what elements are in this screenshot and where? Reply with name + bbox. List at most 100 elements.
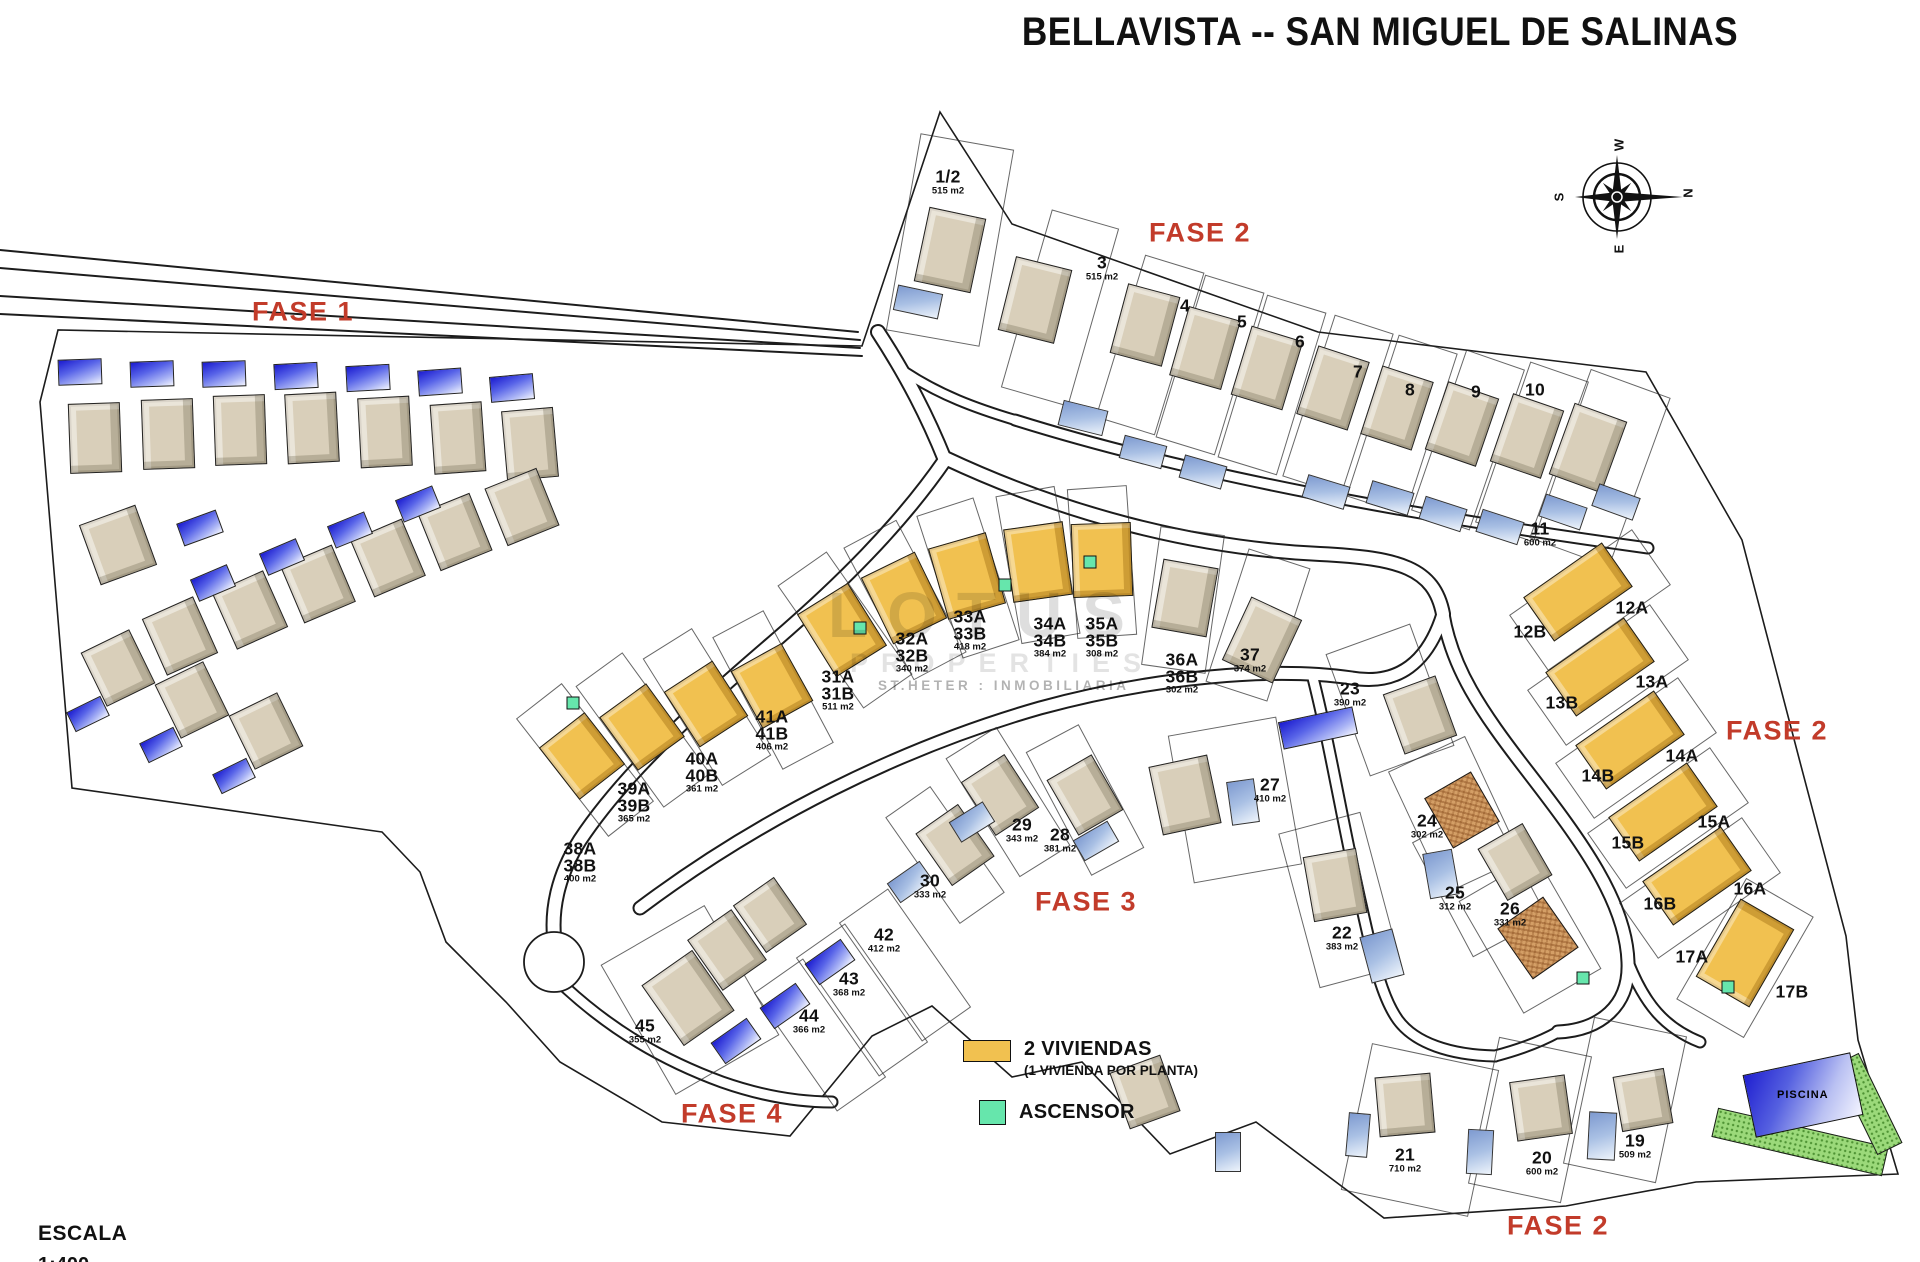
plot-label-13A: 13A: [1635, 671, 1669, 692]
plot-label-7: 7: [1352, 361, 1364, 382]
plot-number: 9: [1470, 381, 1482, 402]
plot-number: 33A 33B: [953, 606, 987, 643]
legend: 2 VIVIENDAS (1 VIVIENDA POR PLANTA) ASCE…: [963, 1038, 1198, 1125]
compass-rose-icon: [1575, 155, 1683, 239]
compass-south-label: S: [1551, 192, 1567, 202]
plot-number: 28: [1049, 824, 1071, 845]
phase-label: FASE 2: [1506, 1210, 1610, 1241]
plot-area-size: 412 m2: [867, 943, 901, 955]
plot-number: 15A: [1697, 811, 1731, 832]
plot-area-size: 343 m2: [1005, 833, 1039, 845]
plot-number: 7: [1352, 361, 1364, 382]
plot-number: 30: [919, 870, 941, 891]
plot-number: 4: [1179, 295, 1191, 316]
plot-number: 26: [1499, 898, 1521, 919]
plot-number: 37: [1239, 644, 1261, 665]
plot-number: 34A 34B: [1033, 613, 1067, 650]
plot-number: 36A 36B: [1165, 649, 1199, 686]
plot-area-size: 400 m2: [563, 873, 597, 885]
plot-label-13B: 13B: [1545, 692, 1579, 713]
compass-north-label: N: [1680, 188, 1696, 198]
plot-area-size: 308 m2: [1085, 648, 1119, 660]
plot-number: 1/2: [935, 166, 961, 187]
compass-east-label: E: [1611, 244, 1627, 254]
plot-number: 14A: [1665, 745, 1699, 766]
plot-label-15B: 15B: [1611, 832, 1645, 853]
scale-label: ESCALA: [38, 1222, 128, 1245]
plot-number: 22: [1331, 922, 1353, 943]
plot-label-12B: 12B: [1513, 623, 1546, 641]
plot-area-size: 374 m2: [1233, 663, 1267, 675]
phase-label: FASE 1: [251, 296, 355, 327]
ascensor-marker: [1083, 555, 1097, 569]
plot-label-14A: 14A: [1665, 745, 1699, 766]
plot-area-size: 406 m2: [755, 741, 789, 753]
plot-number: 21: [1394, 1144, 1416, 1165]
plot-label-4: 4: [1179, 295, 1191, 316]
plot-number: 27: [1259, 774, 1281, 795]
plot-area-size: 600 m2: [1525, 1166, 1559, 1178]
two-viviendas-sublabel: (1 VIVIENDA POR PLANTA): [1024, 1063, 1199, 1078]
plot-number: 38A 38B: [563, 838, 597, 875]
ascensor-marker: [853, 621, 867, 635]
plot-number: 10: [1524, 379, 1546, 400]
plot-label-16B: 16B: [1643, 895, 1676, 913]
two-viviendas-swatch: [963, 1040, 1011, 1062]
two-viviendas-label: 2 VIVIENDAS: [1024, 1038, 1152, 1060]
plot-number: 19: [1624, 1130, 1646, 1151]
ascensor-swatch: [979, 1100, 1006, 1125]
plot-label-15A: 15A: [1697, 811, 1731, 832]
plot-label-10: 10: [1524, 379, 1546, 400]
plot-label-8: 8: [1405, 381, 1415, 399]
plot-number: 16A: [1733, 878, 1767, 899]
legend-row-ascensor: ASCENSOR: [979, 1100, 1198, 1125]
page-title: BELLAVISTA -- SAN MIGUEL DE SALINAS: [1021, 10, 1739, 54]
plot-area-size: 302 m2: [1410, 829, 1444, 841]
plot-area-size: 515 m2: [1085, 271, 1119, 283]
plot-area-size: 410 m2: [1253, 793, 1287, 805]
plot-number: 13B: [1545, 692, 1579, 713]
ascensor-label: ASCENSOR: [1019, 1101, 1135, 1123]
plot-area-size: 333 m2: [913, 889, 947, 901]
scale-block: ESCALA 1:400: [38, 1222, 127, 1262]
ascensor-marker: [998, 578, 1012, 592]
plot-area-size: 384 m2: [1033, 648, 1067, 660]
plot-area-size: 365 m2: [617, 813, 651, 825]
plot-number: 15B: [1611, 832, 1645, 853]
compass-rose: W S N E: [1547, 137, 1697, 267]
plot-area-size: 361 m2: [685, 783, 719, 795]
phase-label: FASE 2: [1725, 715, 1829, 746]
plot-number: 44: [798, 1005, 820, 1026]
plot-number: 12A: [1615, 597, 1649, 618]
swimming-pool: [1215, 1132, 1241, 1172]
plot-number: 14B: [1581, 765, 1615, 786]
plot-number: 41A 41B: [755, 706, 789, 743]
plot-area-size: 340 m2: [895, 663, 929, 675]
plot-number: 45: [634, 1015, 656, 1036]
plot-number: 6: [1294, 331, 1306, 352]
plot-label-17B: 17B: [1775, 983, 1808, 1001]
plot-number: 13A: [1635, 671, 1669, 692]
plot-area-size: 710 m2: [1388, 1163, 1422, 1175]
plot-area-size: 511 m2: [822, 701, 854, 713]
plot-area-size: 390 m2: [1333, 697, 1367, 709]
plot-area-size: 515 m2: [931, 185, 965, 197]
